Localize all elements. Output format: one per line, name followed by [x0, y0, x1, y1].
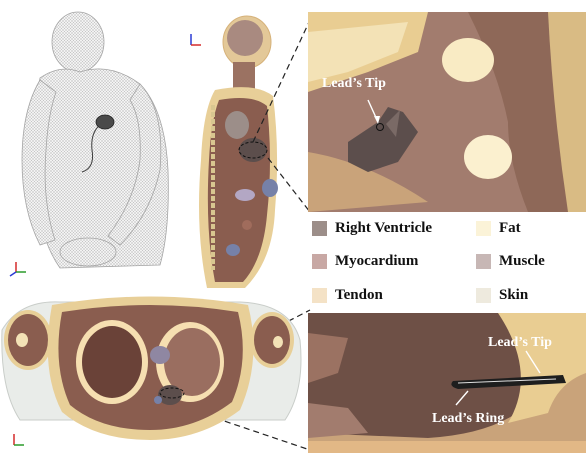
- legend-swatch: [476, 221, 491, 236]
- zoom-top-panel: Lead’s Tip: [308, 12, 586, 212]
- zoom-top-lead-tip-label: Lead’s Tip: [322, 76, 386, 92]
- tissue-legend: Right Ventricle Fat Myocardium Muscle Te…: [310, 214, 586, 310]
- legend-swatch: [312, 288, 327, 303]
- zoom-bottom-lead-ring-label: Lead’s Ring: [432, 411, 504, 427]
- zoom-top-figure: [308, 12, 586, 212]
- zoom-bottom-lead-tip-label: Lead’s Tip: [488, 335, 552, 351]
- legend-swatch: [476, 254, 491, 269]
- legend-swatch: [312, 254, 327, 269]
- zoom-bottom-figure: [308, 313, 586, 453]
- zoom-bottom-panel: Lead’s Tip Lead’s Ring: [308, 313, 586, 453]
- axes-indicator: [14, 434, 24, 445]
- legend-item-fat: Fat: [476, 220, 521, 237]
- legend-item-right-ventricle: Right Ventricle: [312, 220, 432, 237]
- legend-swatch: [476, 288, 491, 303]
- legend-item-myocardium: Myocardium: [312, 253, 418, 270]
- legend-swatch: [312, 221, 327, 236]
- axial-section-figure: [0, 290, 305, 453]
- legend-item-skin: Skin: [476, 287, 528, 304]
- legend-item-tendon: Tendon: [312, 287, 383, 304]
- axial-section-panel: [0, 290, 305, 453]
- legend-item-muscle: Muscle: [476, 253, 545, 270]
